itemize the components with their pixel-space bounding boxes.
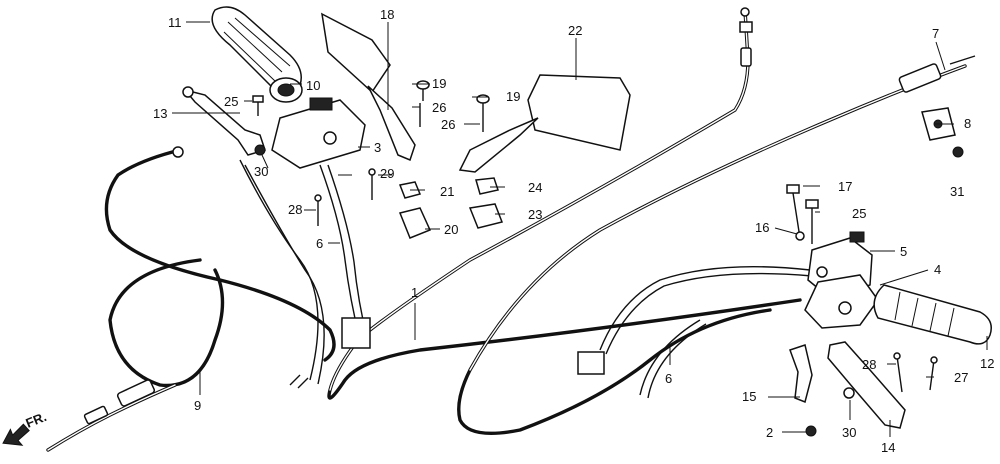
callout-17: 17 — [838, 179, 852, 194]
callout-25b: 25 — [852, 206, 866, 221]
callout-8: 8 — [964, 116, 971, 131]
callout-6a: 6 — [316, 236, 323, 251]
left-grip — [211, 6, 303, 103]
switch-pieces — [398, 177, 504, 239]
right-switch-housing — [804, 231, 879, 329]
callout-27: 27 — [954, 370, 968, 385]
callout-12: 12 — [980, 356, 994, 371]
callout-7: 7 — [932, 26, 939, 41]
callout-15: 15 — [742, 389, 756, 404]
callout-4: 4 — [934, 262, 941, 277]
right-mirror — [458, 74, 631, 173]
callout-16: 16 — [755, 220, 769, 235]
callout-22: 22 — [568, 23, 582, 38]
callout-30a: 30 — [254, 164, 268, 179]
callout-2: 2 — [766, 425, 773, 440]
callout-9: 9 — [194, 398, 201, 413]
callout-3: 3 — [374, 140, 381, 155]
right-switch-wiring — [577, 265, 813, 399]
left-mirror — [321, 12, 416, 162]
brake-lever — [789, 341, 906, 429]
callout-5: 5 — [900, 244, 907, 259]
callout-23: 23 — [528, 207, 542, 222]
clutch-cable — [457, 55, 976, 436]
callout-26a: 26 — [432, 100, 446, 115]
callout-29: 29 — [380, 166, 394, 181]
callout-11: 11 — [168, 15, 182, 30]
callout-10: 10 — [306, 78, 320, 93]
callout-20: 20 — [444, 222, 458, 237]
direction-label: FR. — [24, 409, 49, 431]
leader-lines — [172, 21, 988, 437]
callout-24: 24 — [528, 180, 542, 195]
callout-31: 31 — [950, 184, 964, 199]
left-switch-housing — [271, 97, 366, 169]
callout-21: 21 — [440, 184, 454, 199]
callout-19b: 19 — [506, 89, 520, 104]
callout-19a: 19 — [432, 76, 446, 91]
choke-cable — [46, 146, 336, 452]
callout-6b: 6 — [665, 371, 672, 386]
callout-25a: 25 — [224, 94, 238, 109]
right-grip — [873, 284, 992, 345]
fasteners — [252, 80, 964, 437]
callout-18: 18 — [380, 7, 394, 22]
callout-30b: 30 — [842, 425, 856, 440]
callout-28b: 28 — [862, 357, 876, 372]
callout-28a: 28 — [288, 202, 302, 217]
callout-26b: 26 — [441, 117, 455, 132]
callout-14: 14 — [881, 440, 895, 455]
front-direction-arrow: FR. — [2, 409, 49, 446]
left-switch-wiring — [239, 159, 371, 389]
callouts: 11 18 22 7 19 19 10 13 25 26 26 3 8 30 2… — [153, 7, 994, 455]
callout-1: 1 — [411, 285, 418, 300]
throttle-cable — [327, 7, 802, 400]
callout-13: 13 — [153, 106, 167, 121]
